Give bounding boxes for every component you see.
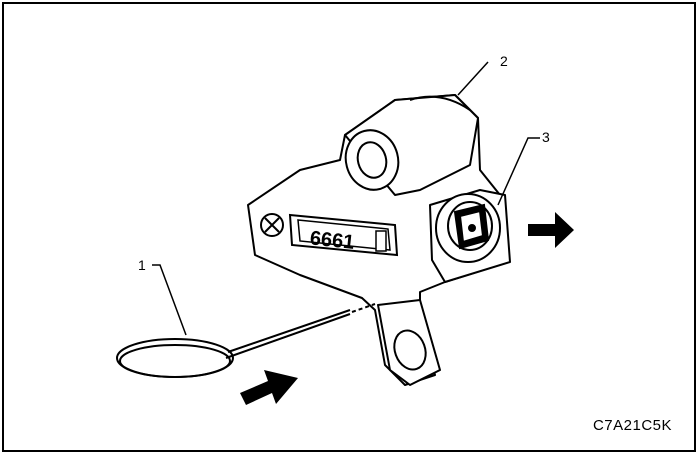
plunger-cap — [435, 193, 501, 263]
retaining-pin — [116, 303, 376, 378]
callout-3: 3 — [542, 129, 550, 145]
callout-1: 1 — [138, 257, 146, 273]
id-plate: 6661 — [288, 213, 399, 257]
direction-arrow-lower — [240, 370, 298, 405]
direction-arrow-right — [528, 212, 574, 248]
plate-number: 6661 — [309, 227, 356, 254]
leader-lines — [152, 61, 540, 336]
callout-2: 2 — [500, 53, 508, 69]
bolt-head — [260, 213, 284, 237]
figure-code: C7A21C5K — [592, 417, 672, 434]
